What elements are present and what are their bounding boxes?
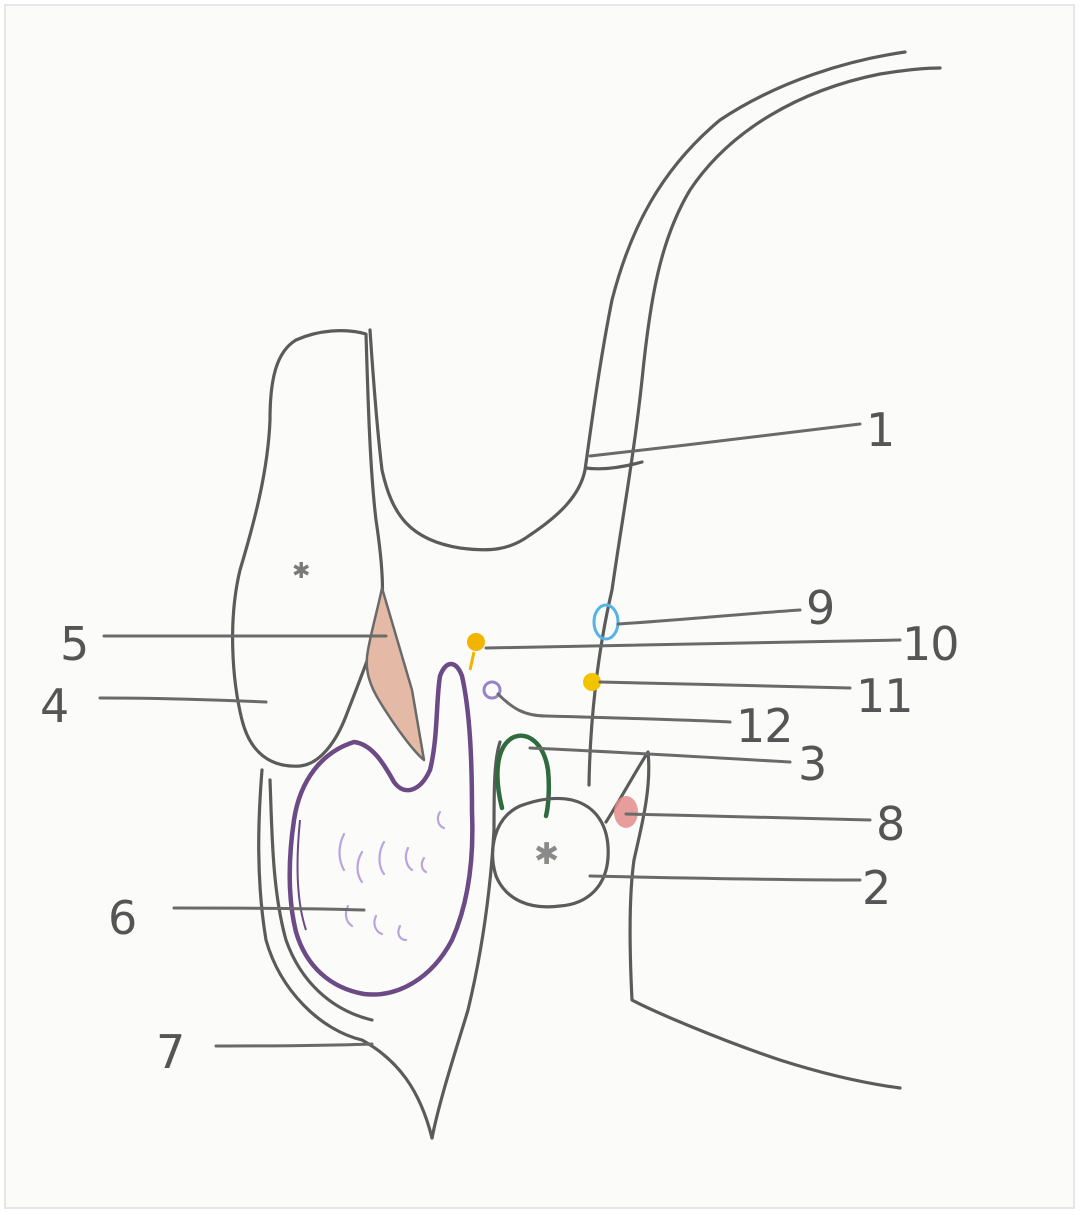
label-8: 8 <box>876 797 904 851</box>
structure-5-wedge <box>367 588 424 760</box>
structure-8-spike <box>606 752 900 1088</box>
leader-6 <box>174 908 364 910</box>
label-4: 4 <box>40 679 68 733</box>
label-12: 12 <box>736 699 793 753</box>
asterisk-mark-2: ✱ <box>534 837 559 872</box>
asterisk-mark-4: ✱ <box>292 559 310 584</box>
label-11: 11 <box>856 669 913 723</box>
label-3: 3 <box>798 737 826 791</box>
label-10: 10 <box>902 617 959 671</box>
leader-8 <box>626 814 870 820</box>
structure-6-sac <box>290 664 473 995</box>
structure-10-dot <box>467 633 485 670</box>
leader-4 <box>100 698 266 702</box>
leader-9 <box>618 610 800 624</box>
label-7: 7 <box>156 1025 184 1079</box>
label-6: 6 <box>108 891 136 945</box>
leader-1 <box>590 424 860 456</box>
leader-10 <box>486 640 900 648</box>
leader-12 <box>498 694 730 722</box>
label-9: 9 <box>806 581 834 635</box>
structure-2-body: ✱ <box>493 798 608 906</box>
label-2: 2 <box>862 861 890 915</box>
structure-11-dot <box>583 673 601 691</box>
label-1: 1 <box>866 403 894 457</box>
leader-11 <box>600 682 850 688</box>
label-5: 5 <box>60 617 88 671</box>
leader-7 <box>216 1044 372 1046</box>
